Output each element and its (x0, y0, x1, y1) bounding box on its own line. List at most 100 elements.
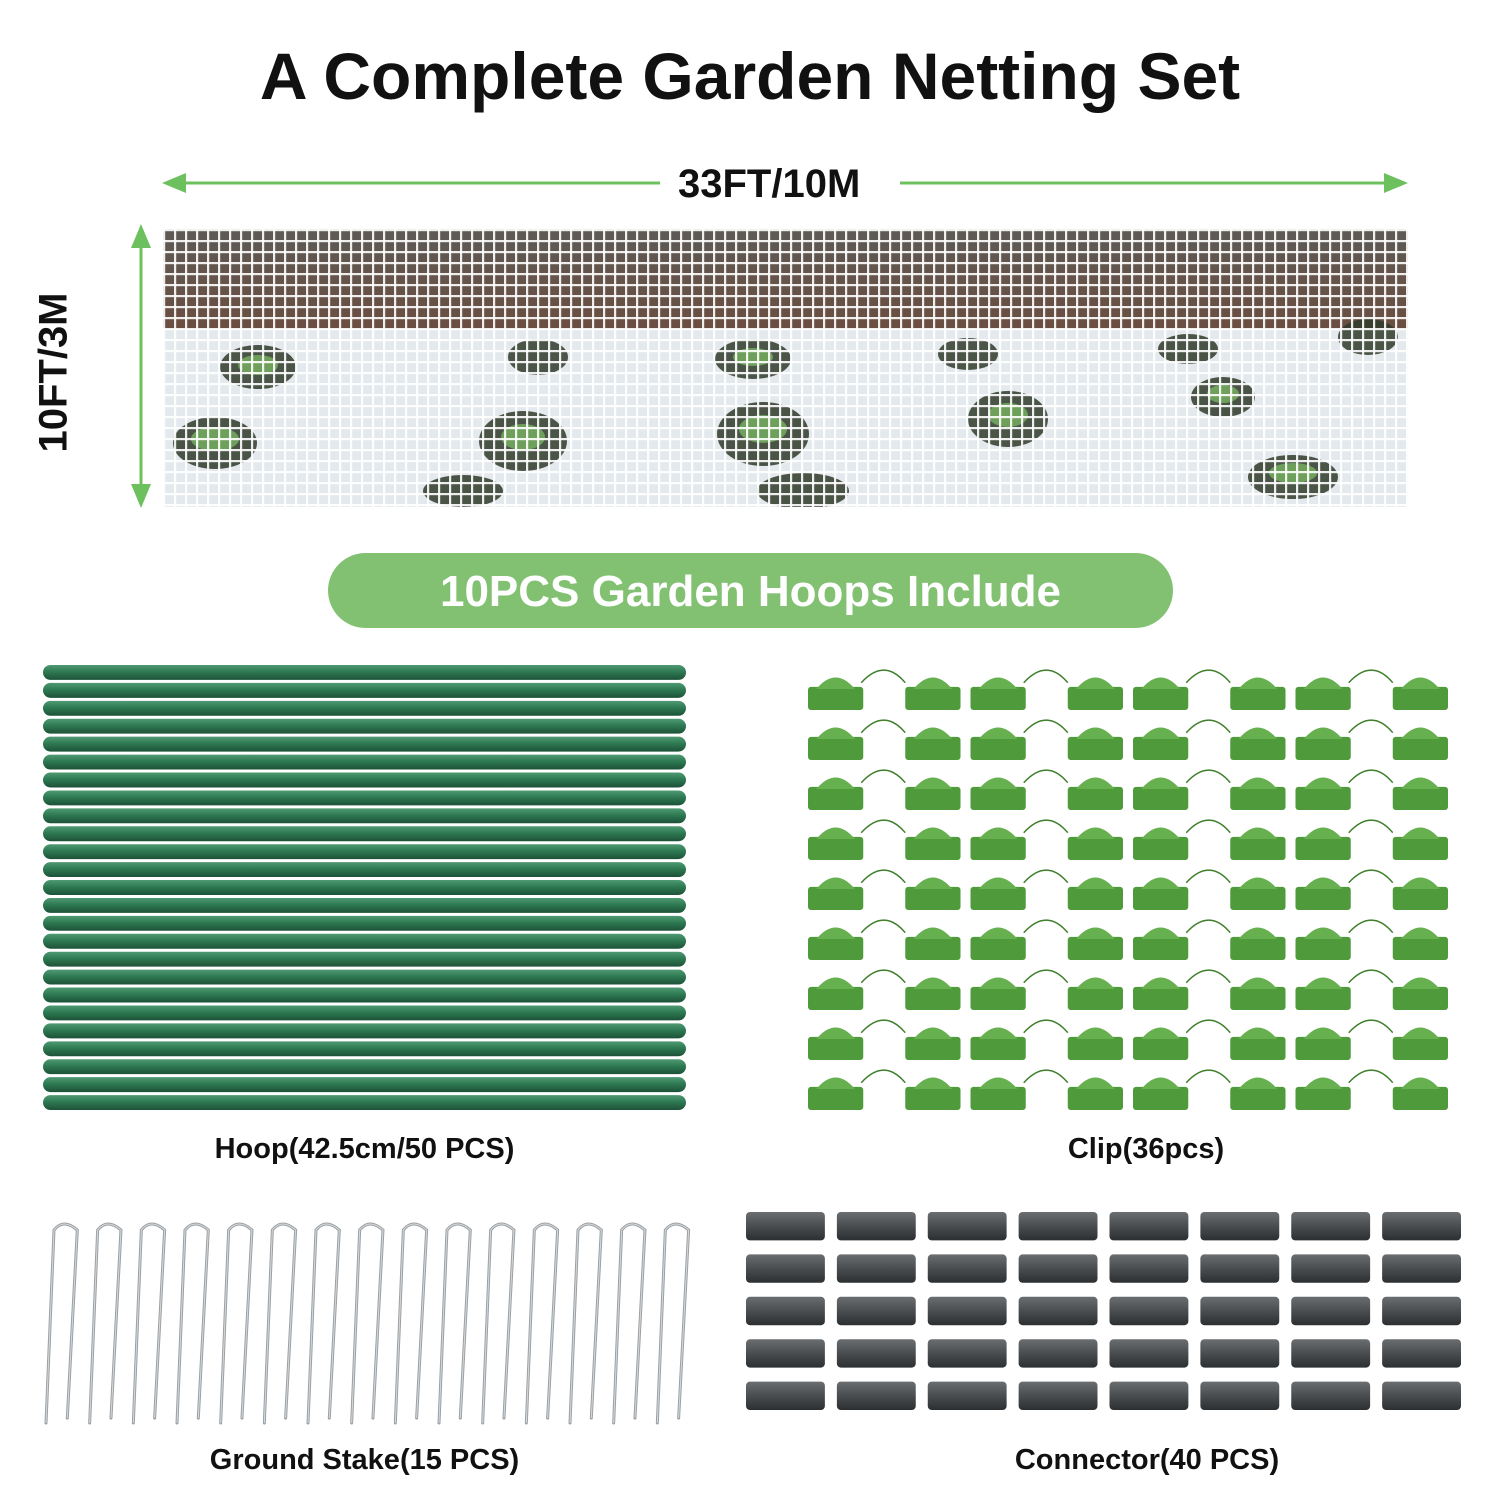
clip-half (1295, 877, 1351, 910)
connector-tube (1382, 1212, 1461, 1241)
clip-wire (1023, 869, 1069, 884)
connector-tube (1109, 1212, 1189, 1241)
hoop-rod (43, 790, 686, 806)
clip-wire (1185, 819, 1231, 834)
connector-tube (836, 1254, 916, 1283)
hoop-rod (43, 880, 686, 895)
clip-half (1133, 927, 1189, 960)
clip-half (905, 1027, 961, 1060)
clip-half (1230, 877, 1286, 910)
clip-half (1230, 677, 1286, 710)
clip-half (1067, 777, 1123, 810)
netting-image (163, 229, 1408, 507)
connector-tube (1109, 1381, 1189, 1410)
clip-half (1133, 827, 1189, 860)
clip-half (1230, 1027, 1286, 1060)
hoop-rod (43, 1095, 686, 1110)
clip-wire (860, 719, 906, 734)
connector-tube (1200, 1339, 1280, 1368)
clip-half (808, 677, 864, 710)
clip-half (808, 727, 864, 760)
connector-tube (836, 1339, 916, 1368)
hoop-caption: Hoop(42.5cm/50 PCS) (214, 1133, 515, 1165)
clip-wire (860, 969, 906, 984)
clip-wire (1348, 1069, 1394, 1084)
connector-tube (746, 1254, 825, 1283)
clip-half (1295, 677, 1351, 710)
clip-half (970, 777, 1026, 810)
hoop-rod (43, 718, 686, 734)
connector-tube (746, 1212, 825, 1241)
clip-half (1230, 777, 1286, 810)
clip-half (1133, 777, 1189, 810)
hoop-rod (43, 736, 686, 752)
clip-half (1295, 977, 1351, 1010)
clip-half (970, 727, 1026, 760)
clip-half (1133, 1027, 1189, 1060)
clip-half (1133, 977, 1189, 1010)
ground-stake-set-image (44, 1222, 691, 1425)
hoop-rod (43, 897, 686, 913)
clip-half (1067, 677, 1123, 710)
clip-half (808, 777, 864, 810)
clip-wire (1348, 1019, 1394, 1034)
connector-tube (1018, 1381, 1098, 1410)
clip-half (905, 927, 961, 960)
clip-wire (1348, 669, 1394, 684)
ground-stake-caption: Ground Stake(15 PCS) (209, 1444, 520, 1476)
clip-half (808, 1027, 864, 1060)
connector-tube (746, 1381, 825, 1410)
clip-half (1295, 1077, 1351, 1110)
hoop-rod (43, 1023, 686, 1039)
hoop-rod (43, 933, 686, 949)
page-title: A Complete Garden Netting Set (259, 39, 1241, 113)
connector-tube (836, 1296, 916, 1326)
hoop-rod (43, 682, 686, 698)
clip-wire (1348, 869, 1394, 884)
clip-half (1392, 1077, 1448, 1110)
connector-tube (1291, 1381, 1371, 1410)
clip-half (808, 927, 864, 960)
clip-wire (860, 919, 906, 934)
clip-wire (1348, 719, 1394, 734)
clip-half (970, 877, 1026, 910)
connector-tube (1291, 1296, 1371, 1326)
clip-half (1067, 1077, 1123, 1110)
hoop-bundle-image (43, 665, 686, 1110)
connector-tube (746, 1296, 825, 1326)
connector-tube (1200, 1381, 1280, 1410)
connector-tube (836, 1212, 916, 1241)
clip-half (1067, 827, 1123, 860)
connector-set-image (746, 1212, 1461, 1410)
clip-half (905, 1077, 961, 1110)
clip-wire (1023, 719, 1069, 734)
hoop-rod (43, 826, 686, 842)
connector-tube (1382, 1254, 1461, 1283)
clip-half (905, 877, 961, 910)
clip-half (1230, 927, 1286, 960)
hoop-rod (43, 969, 686, 985)
clip-half (1067, 927, 1123, 960)
clip-wire (1185, 869, 1231, 884)
clip-wire (860, 819, 906, 834)
connector-tube (746, 1339, 825, 1368)
clip-half (970, 927, 1026, 960)
clip-wire (1348, 769, 1394, 784)
clip-wire (1348, 819, 1394, 834)
clip-half (808, 1077, 864, 1110)
connector-tube (1018, 1212, 1098, 1241)
connector-tube (1382, 1381, 1461, 1410)
connector-tube (1018, 1254, 1098, 1283)
clip-set-image (808, 669, 1448, 1110)
clip-wire (1348, 969, 1394, 984)
connector-tube (1018, 1296, 1098, 1326)
clip-half (1230, 827, 1286, 860)
hoop-rod (43, 700, 686, 716)
clip-half (1392, 1027, 1448, 1060)
clip-wire (1023, 1069, 1069, 1084)
clip-half (970, 827, 1026, 860)
clip-half (1392, 677, 1448, 710)
connector-caption: Connector(40 PCS) (1014, 1444, 1280, 1476)
clip-wire (1023, 669, 1069, 684)
hoop-rod (43, 1041, 686, 1057)
